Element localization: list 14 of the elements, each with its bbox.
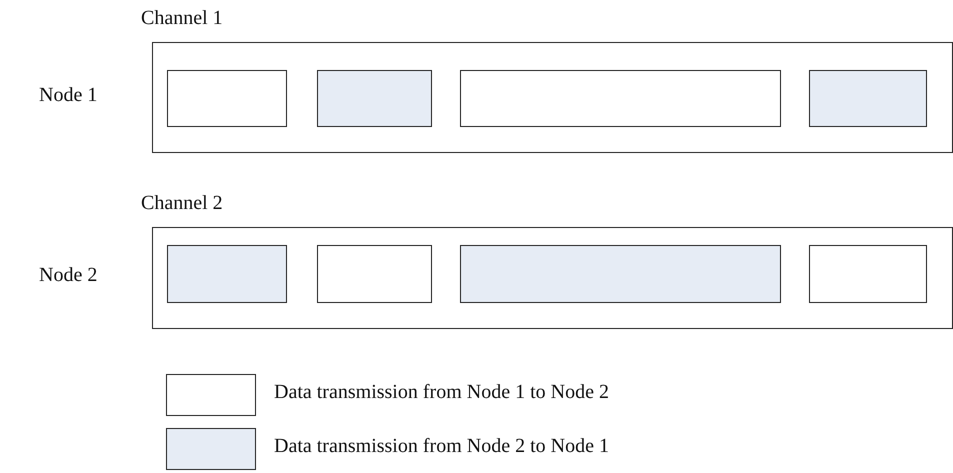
transmission-slot bbox=[167, 70, 287, 127]
legend-text: Data transmission from Node 1 to Node 2 bbox=[274, 380, 609, 404]
transmission-slot bbox=[167, 245, 287, 303]
node-label: Node 2 bbox=[39, 263, 98, 287]
node-label: Node 1 bbox=[39, 82, 98, 106]
transmission-slot bbox=[460, 70, 781, 127]
transmission-slot bbox=[809, 245, 927, 303]
transmission-slot bbox=[317, 245, 432, 303]
legend-text: Data transmission from Node 2 to Node 1 bbox=[274, 434, 609, 458]
transmission-slot bbox=[317, 70, 432, 127]
transmission-slot bbox=[460, 245, 781, 303]
transmission-slot bbox=[809, 70, 927, 127]
channel-heading: Channel 1 bbox=[141, 6, 223, 30]
channel-heading: Channel 2 bbox=[141, 191, 223, 215]
